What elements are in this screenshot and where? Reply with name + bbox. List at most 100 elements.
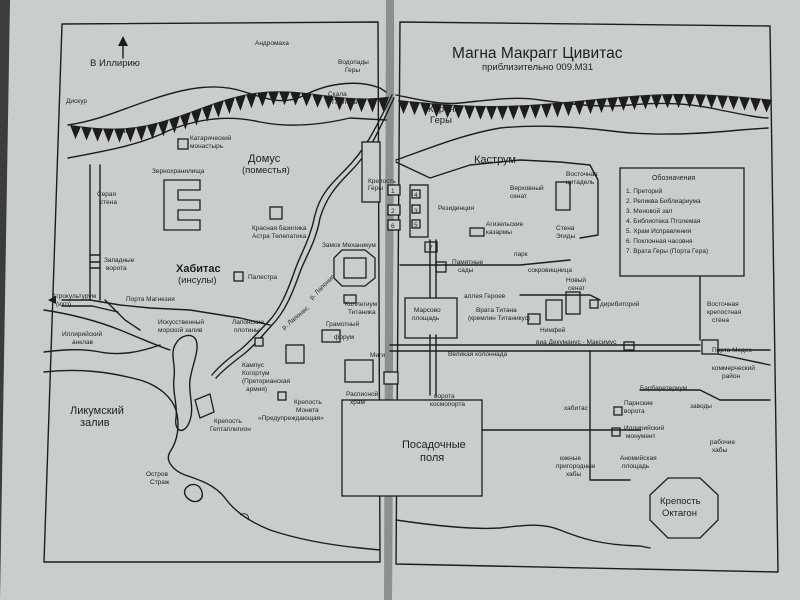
label-vorota-kosmo-2: космопорта <box>430 401 465 408</box>
label-vost-krep-2: крепостная <box>707 309 742 316</box>
mountain-tooth <box>356 98 367 113</box>
treasury <box>545 299 563 321</box>
mountain-tooth <box>246 92 257 109</box>
katarich-monastery <box>177 138 189 150</box>
label-novy-senat-1: Новый <box>566 276 586 284</box>
label-forum: форум <box>334 334 355 341</box>
num-4: 4 <box>414 192 418 199</box>
label-marsovo-2: площадь <box>412 315 440 322</box>
artificial-bay <box>172 334 198 432</box>
label-agrokultur-2: (юго) <box>56 301 71 308</box>
label-krep-gept-2: Гептаплигион <box>210 426 251 433</box>
label-kampus-2: Когортум <box>242 370 270 377</box>
mountain-tooth <box>301 92 312 107</box>
label-krepost-moneta-1: Крепость <box>294 399 322 406</box>
label-illiriyskiy-2: анклав <box>72 339 94 346</box>
legend-item-7: 7. Врата Геры (Порта Гера) <box>626 248 708 255</box>
right-coast <box>395 519 651 549</box>
likum-bay-coast <box>43 369 381 551</box>
mountain-tooth <box>279 91 290 106</box>
red-basilica <box>269 206 283 220</box>
label-migi: Миги <box>370 352 385 359</box>
mountain-tooth <box>519 104 530 120</box>
label-habitas-2: (инсулы) <box>178 275 217 286</box>
label-stena-egidy-2: Эгиды <box>556 233 575 240</box>
label-stena-egidy-1: Стена <box>556 225 575 232</box>
num-7: 7 <box>429 245 433 252</box>
label-vodopady-1: Водопады <box>338 59 369 66</box>
building-2 <box>387 204 401 216</box>
label-vodopady-2: Геры <box>345 67 360 74</box>
mountain-tooth <box>464 105 475 120</box>
label-illir-mon-2: монумент <box>626 433 656 440</box>
road-porta-magnezia <box>104 299 141 331</box>
label-parnskie-1: Парнские <box>624 400 653 407</box>
legend-title: Обозначения <box>652 174 695 182</box>
label-porta-medes: Порта Медес <box>712 347 752 354</box>
label-kastrum: Каструм <box>474 154 516 166</box>
label-rabochie-2: хабы <box>712 446 728 454</box>
fortress-heptaplegion <box>194 393 215 419</box>
mountain-tooth <box>475 105 486 120</box>
migi-box <box>383 371 399 385</box>
mountain-tooth <box>629 95 640 111</box>
label-ostrov-1: Остров <box>146 471 169 478</box>
label-krep-gept-1: Крепость <box>214 418 242 425</box>
label-predup: «Предупреждающая» <box>258 415 324 422</box>
building-1 <box>387 184 401 196</box>
parnian-gate-box <box>613 406 623 416</box>
label-domus-2: (поместья) <box>242 165 290 176</box>
label-zernohran: Зернохранилища <box>152 168 205 175</box>
label-krepost-gery-1: Крепость <box>368 178 396 185</box>
label-gramotny: Грамотный <box>326 320 360 328</box>
legend-box <box>619 167 745 277</box>
island-strazh <box>183 483 204 503</box>
illyrian-monument <box>611 427 621 437</box>
mountain-tooth <box>453 104 464 119</box>
label-v-illirio: В Иллирию <box>90 58 140 69</box>
label-rabochie-1: рабочие <box>710 438 735 446</box>
collegium <box>343 294 357 304</box>
label-yuzhnye-3: хабы <box>566 470 582 478</box>
label-kollegium-2: Титаника <box>348 309 376 316</box>
left-page <box>0 0 390 600</box>
legend-item-1: 1. Преторий <box>626 187 663 195</box>
label-posad-2: поля <box>420 452 444 464</box>
label-seraya-1: Серая <box>97 191 117 198</box>
palestra <box>233 271 244 282</box>
label-alleya: аллея Героев <box>464 293 506 300</box>
label-habitas-1: Хабитас <box>176 263 221 275</box>
mountain-tooth <box>420 102 431 117</box>
mars-square <box>404 297 458 339</box>
label-vostochnaya-citadel-2: цитадель <box>566 179 595 186</box>
mountain-tooth <box>695 94 706 109</box>
label-iskusstv-2: морской залив <box>158 326 203 334</box>
label-kampus-4: армия) <box>246 386 267 393</box>
label-palestra: Палестра <box>248 274 278 281</box>
building-3 <box>411 204 421 214</box>
mountain-tooth <box>114 128 125 143</box>
label-verhovny-senat-1: Верховный <box>510 184 544 192</box>
mountain-tooth <box>367 97 378 113</box>
legend-item-2: 2. Реликва Библиариума <box>626 197 701 205</box>
legend-item-6: 6. Поклонная часовня <box>626 238 693 245</box>
mountain-tooth <box>585 99 596 115</box>
label-andromaha: Андромаха <box>255 40 289 47</box>
mountain-tooth <box>541 103 552 119</box>
label-domus-1: Домус <box>248 153 281 165</box>
label-barb: Барбаретериум <box>640 384 688 392</box>
new-senate <box>565 291 581 315</box>
park-road <box>519 294 601 301</box>
label-vrata-titana-2: (кремлин Титаникус) <box>468 315 530 322</box>
label-lapon-1: Лапонские <box>232 319 264 326</box>
barbareterium-box <box>623 341 635 351</box>
label-kommerch-1: коммерческий <box>712 364 755 372</box>
landing-fields <box>341 399 483 497</box>
mountain-tooth <box>651 94 662 109</box>
mountain-tooth <box>750 97 761 112</box>
label-habitas-small: хабитас <box>564 404 589 412</box>
mountain-tooth <box>739 96 750 111</box>
label-nimfey: Нимфей <box>540 326 566 334</box>
mountain-tooth <box>596 97 607 114</box>
fortress-moneta <box>277 391 287 401</box>
